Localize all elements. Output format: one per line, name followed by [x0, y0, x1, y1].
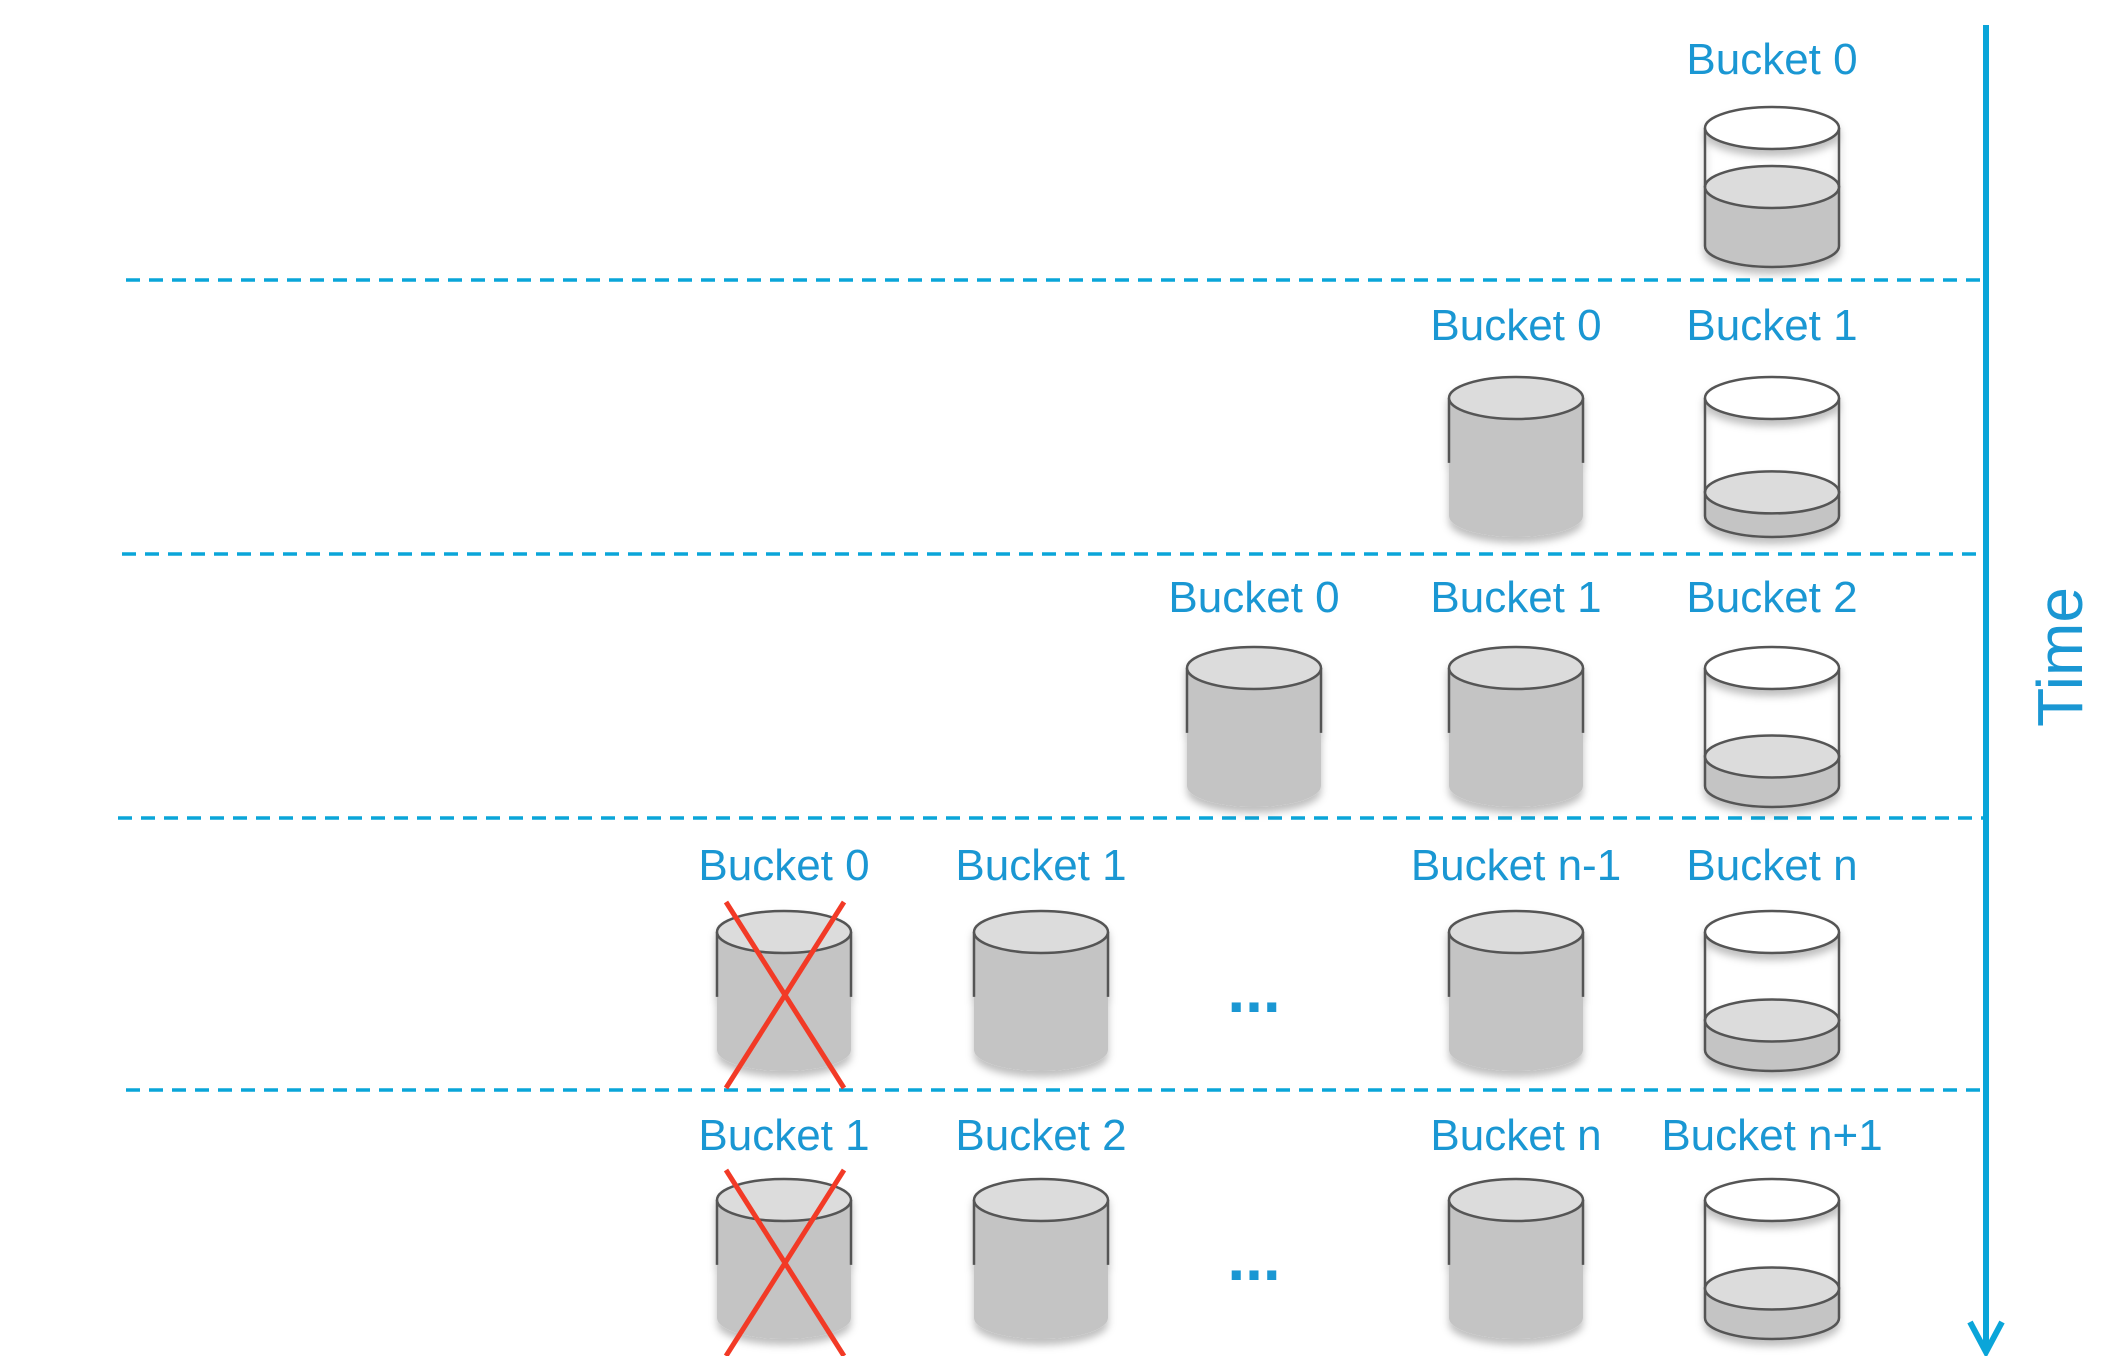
- bucket: Bucket 0: [1686, 35, 1858, 269]
- timeline-rows: Bucket 0 Bucket 0 Bucket 1 Bucket 0 Bucket 1…: [698, 35, 1883, 1356]
- bucket: Bucket 1: [1430, 573, 1602, 807]
- bucket-cylinder-icon: [1703, 645, 1841, 809]
- bucket-label: Bucket 2: [1686, 573, 1857, 622]
- bucket-cylinder-icon: [1703, 375, 1841, 539]
- bucket-label: Bucket 0: [698, 841, 869, 890]
- bucket: Bucket 0: [698, 841, 870, 1090]
- bucket-label: Bucket n: [1430, 1111, 1601, 1160]
- bucket-cylinder-icon: [972, 909, 1110, 1071]
- bucket: Bucket 0: [1168, 573, 1340, 807]
- bucket-cylinder-icon: [972, 1177, 1110, 1339]
- deleted-cross-icon: [723, 900, 847, 1090]
- bucket-label: Bucket n: [1686, 841, 1857, 890]
- bucket-label: Bucket 2: [955, 1111, 1126, 1160]
- timeline-row: Bucket 0: [1686, 35, 1858, 269]
- bucket: Bucket 1: [698, 1111, 870, 1356]
- bucket-label: Bucket 0: [1430, 301, 1601, 350]
- row-separators: [118, 278, 1986, 1092]
- deleted-cross-icon: [723, 1168, 847, 1356]
- bucket-cylinder-icon: [1447, 645, 1585, 807]
- time-arrowhead-icon: [1967, 1320, 2005, 1356]
- bucket-cylinder-icon: [1703, 105, 1841, 269]
- ellipsis-indicator: ...: [1227, 954, 1280, 1026]
- bucket: Bucket 2: [1686, 573, 1858, 809]
- bucket-cylinder-icon: [1447, 1177, 1585, 1339]
- bucket-cylinder-icon: [1185, 645, 1323, 807]
- bucket-cylinder-icon: [1447, 375, 1585, 537]
- bucket-label: Bucket n-1: [1411, 841, 1621, 890]
- bucket: Bucket 1: [955, 841, 1127, 1071]
- bucket-label: Bucket n+1: [1661, 1111, 1882, 1160]
- ellipsis-indicator: ...: [1227, 1222, 1280, 1294]
- bucket-label: Bucket 1: [1686, 301, 1857, 350]
- bucket: Bucket 1: [1686, 301, 1858, 539]
- bucket: Bucket n: [1686, 841, 1858, 1073]
- timeline-row: Bucket 0 Bucket 1: [1430, 301, 1858, 539]
- timeline-row: Bucket 0 Bucket 1 Bucket n-1 Bucket n...: [698, 841, 1858, 1090]
- bucket-cylinder-icon: [1703, 1177, 1841, 1341]
- bucket-cylinder-icon: [1447, 909, 1585, 1071]
- bucket-label: Bucket 1: [1430, 573, 1601, 622]
- bucket: Bucket 0: [1430, 301, 1602, 537]
- bucket-cylinder-icon: [1703, 909, 1841, 1073]
- bucket: Bucket 2: [955, 1111, 1127, 1339]
- bucket-label: Bucket 1: [698, 1111, 869, 1160]
- timeline-row: Bucket 0 Bucket 1 Bucket 2: [1168, 573, 1858, 809]
- bucket-label: Bucket 0: [1168, 573, 1339, 622]
- timeline-row: Bucket 1 Bucket 2 Bucket n Bucket n+1...: [698, 1111, 1883, 1356]
- bucket-label: Bucket 1: [955, 841, 1126, 890]
- time-axis-label: Time: [2024, 587, 2096, 727]
- bucket: Bucket n+1: [1661, 1111, 1883, 1341]
- bucket-label: Bucket 0: [1686, 35, 1857, 84]
- bucket: Bucket n: [1430, 1111, 1602, 1339]
- bucket: Bucket n-1: [1411, 841, 1621, 1071]
